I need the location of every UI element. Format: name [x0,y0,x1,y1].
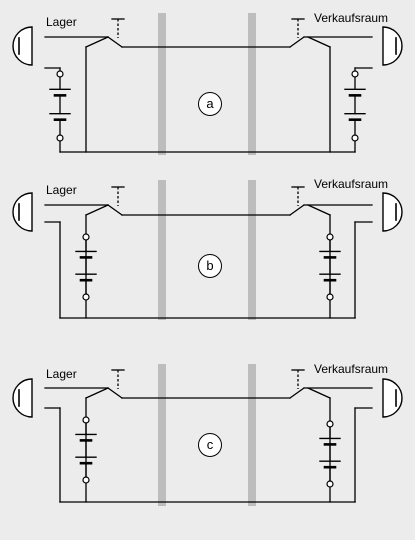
panel-c-label-verkaufsraum: Verkaufsraum [314,362,389,376]
panel-c-switch-left-lower-contact [85,387,109,399]
panel-b-label-verkaufsraum: Verkaufsraum [314,177,389,191]
panel-a-battery-left-terminal-top [56,70,64,78]
panel-b-switch-right-lever [289,204,305,216]
panel-c-battery-left-terminal-top [82,416,90,424]
panel-c-label-lager: Lager [46,367,77,381]
panel-c-wall-left [158,364,166,506]
panel-a-switch-left-lower-contact [85,36,109,48]
panel-c-lamp-left [12,378,33,418]
panel-b-battery-left-terminal-top [82,233,90,241]
panel-b-label-lager: Lager [46,183,77,197]
panel-a-lamp-right [382,26,403,66]
panel-b-switch-right-lower-contact [307,204,331,216]
panel-b-lamp-right [382,192,403,232]
panel-b-lamp-left [12,192,33,232]
panel-b-switch-left-lower-contact [85,204,109,216]
panel-a-wall-right [248,13,256,155]
panel-a-badge: a [198,92,222,116]
panel-a-battery-left-terminal-bottom [56,134,64,142]
panel-a-wall-left [158,13,166,155]
panel-c-badge: c [198,433,222,457]
panel-a-switch-left-lever [107,36,123,48]
panel-b-battery-right-terminal-bottom [326,293,334,301]
panel-b-badge: b [198,254,222,278]
panel-b-battery-right-terminal-top [326,233,334,241]
panel-c-switch-left-lever [107,387,123,399]
panel-a-lamp-left [12,26,33,66]
panel-a-battery-right-terminal-top [351,70,359,78]
panel-c-switch-right-lower-contact [307,387,331,399]
panel-a-switch-right-lower-contact [307,36,331,48]
panel-b-battery-left-terminal-bottom [82,293,90,301]
panel-a-battery-right-terminal-bottom [351,134,359,142]
panel-c-switch-right-lever [289,387,305,399]
panel-c-battery-right-terminal-top [326,420,334,428]
panel-b-wall-right [248,180,256,320]
panel-b-wall-left [158,180,166,320]
panel-c-lamp-right [382,378,403,418]
panel-a-label-lager: Lager [46,15,77,29]
panel-a-label-verkaufsraum: Verkaufsraum [314,11,389,25]
panel-b-switch-left-lever [107,204,123,216]
panel-c-battery-right-terminal-bottom [326,480,334,488]
panel-c-wall-right [248,364,256,506]
panel-a-switch-right-lever [289,36,305,48]
panel-c-battery-left-terminal-bottom [82,476,90,484]
